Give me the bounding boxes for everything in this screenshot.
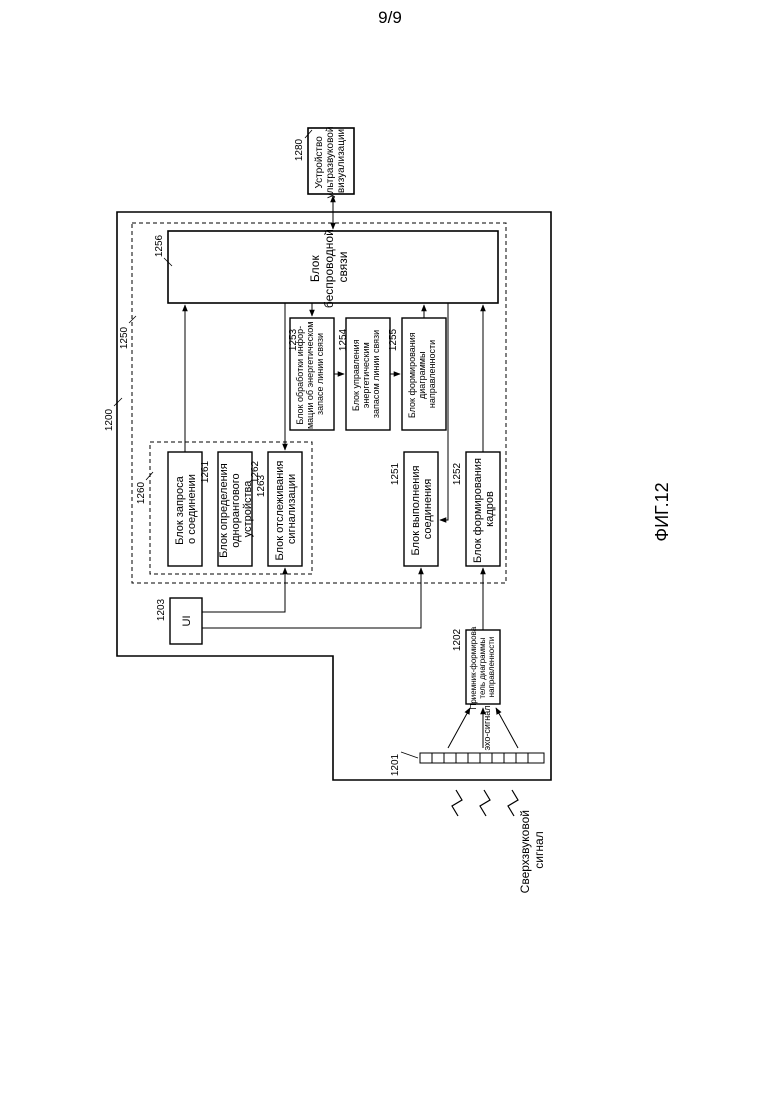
label-1280: 1280 — [294, 138, 305, 161]
ultrasonic-signal-label: Сверхзвуковой сигнал — [518, 807, 546, 894]
label-1256: 1256 — [154, 234, 165, 257]
label-1260: 1260 — [136, 481, 147, 504]
label-1253: 1253 — [288, 328, 299, 351]
label-1200: 1200 — [104, 408, 115, 431]
label-1263: 1263 — [256, 474, 267, 497]
label-1261: 1261 — [200, 460, 211, 483]
label-1255: 1255 — [388, 328, 399, 351]
visualization-text: Устройство ультразвуковой визуализации — [314, 124, 347, 199]
label-1254: 1254 — [338, 328, 349, 351]
ui-text: UI — [181, 616, 193, 627]
energy-info-text: Блок обработки инфор- мации об энергетич… — [295, 319, 325, 429]
label-1201: 1201 — [390, 753, 401, 776]
echo-signal-label: эхо-сигнал — [482, 706, 492, 751]
figure-caption: ФИГ.12 — [652, 482, 672, 541]
label-1251: 1251 — [390, 462, 401, 485]
label-1250: 1250 — [119, 326, 130, 349]
label-1203: 1203 — [156, 598, 167, 621]
transducer-array — [420, 753, 544, 763]
energy-ctrl-text: Блок управления энергетическим запасом л… — [351, 330, 381, 418]
beamformer-text: Приемник-формирова тель диаграммы направ… — [469, 625, 496, 710]
conn-request-text: Блок запроса о соединении — [174, 473, 198, 545]
label-1202: 1202 — [452, 628, 463, 651]
ultrasonic-signal-icons — [452, 790, 518, 816]
label-1252: 1252 — [452, 462, 463, 485]
